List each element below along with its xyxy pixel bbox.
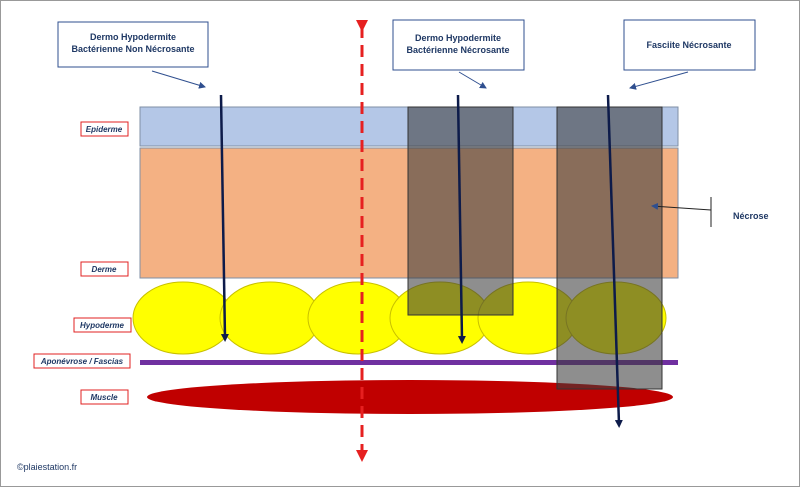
fat-lobule — [219, 281, 321, 355]
label-epiderme: Epiderme — [80, 121, 129, 137]
callout-box — [57, 21, 209, 68]
depth-arrow-fasciitis — [606, 94, 623, 428]
pointer-arrow — [629, 71, 689, 90]
fat-lobule — [132, 281, 234, 355]
label-aponevrose: Aponévrose / Fascias — [33, 353, 131, 369]
necrose-label: Nécrose — [733, 211, 769, 221]
callout-fasciitis: Fasciite Nécrosante — [623, 19, 756, 71]
label-hypoderme: Hypoderme — [73, 317, 132, 333]
muscle-layer — [147, 380, 673, 414]
label-box — [80, 389, 129, 405]
copyright-text: ©plaiestation.fr — [17, 462, 77, 472]
label-text: Aponévrose / Fascias — [40, 357, 124, 366]
label-box — [33, 353, 131, 369]
callout-line2: Bactérienne Nécrosante — [406, 45, 509, 55]
callout-line1: Dermo Hypodermite — [415, 33, 501, 43]
callout-line2: Bactérienne Non Nécrosante — [71, 44, 194, 54]
label-text: Muscle — [90, 393, 118, 402]
label-text: Epiderme — [86, 125, 123, 134]
label-muscle: Muscle — [80, 389, 129, 405]
callout-line1: Dermo Hypodermite — [90, 32, 176, 42]
label-box — [80, 121, 129, 137]
necrose-pointer-arrow — [651, 202, 712, 211]
pointer-arrow — [458, 71, 487, 89]
label-text: Hypoderme — [80, 321, 125, 330]
callout-box — [392, 19, 525, 71]
callout-non-necrotizing: Dermo Hypodermite Bactérienne Non Nécros… — [57, 21, 209, 68]
pointer-arrow — [151, 70, 206, 89]
label-box — [73, 317, 132, 333]
label-derme: Derme — [80, 261, 129, 277]
callout-necrotizing: Dermo Hypodermite Bactérienne Nécrosante — [392, 19, 525, 71]
callout-text: Fasciite Nécrosante — [646, 40, 731, 50]
depth-arrow-necrotizing — [456, 94, 466, 344]
depth-arrow-non-necrotizing — [219, 94, 229, 342]
label-text: Derme — [92, 265, 117, 274]
callout-box — [623, 19, 756, 71]
label-box — [80, 261, 129, 277]
aponevrose-layer — [140, 360, 678, 365]
